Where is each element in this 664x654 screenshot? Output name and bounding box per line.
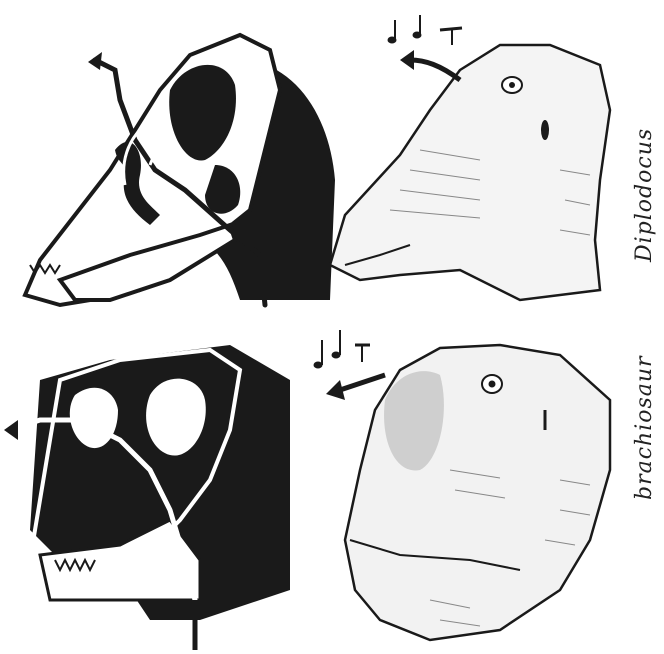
- diplodocus-sound-arrowhead: [400, 50, 414, 70]
- diplodocus-head-outline: [330, 45, 610, 300]
- diplodocus-pupil: [509, 82, 515, 88]
- brachiosaur-music-notes-icon: [314, 330, 370, 368]
- brachiosaur-airflow-arrowhead: [4, 420, 18, 440]
- brachiosaur-sound-arrowhead: [326, 380, 345, 400]
- diplodocus-label: Diplodocus: [632, 128, 657, 262]
- diplodocus-sound-arrow: [410, 60, 460, 80]
- diplodocus-airflow-arrowhead: [88, 52, 102, 70]
- brachiosaur-head-outline: [345, 345, 610, 640]
- brachiosaur-skull-diagram: [4, 345, 290, 650]
- diplodocus-skull-diagram: [25, 35, 335, 305]
- brachiosaur-sound-arrow: [340, 375, 385, 390]
- brachiosaur-head-illustration: [314, 330, 610, 640]
- diplodocus-music-notes-icon: [388, 15, 462, 45]
- diplodocus-nostril: [541, 120, 549, 140]
- diplodocus-head-illustration: [330, 15, 610, 300]
- brachiosaur-label: brachiosaur: [632, 355, 657, 500]
- brachiosaur-pupil: [489, 381, 496, 388]
